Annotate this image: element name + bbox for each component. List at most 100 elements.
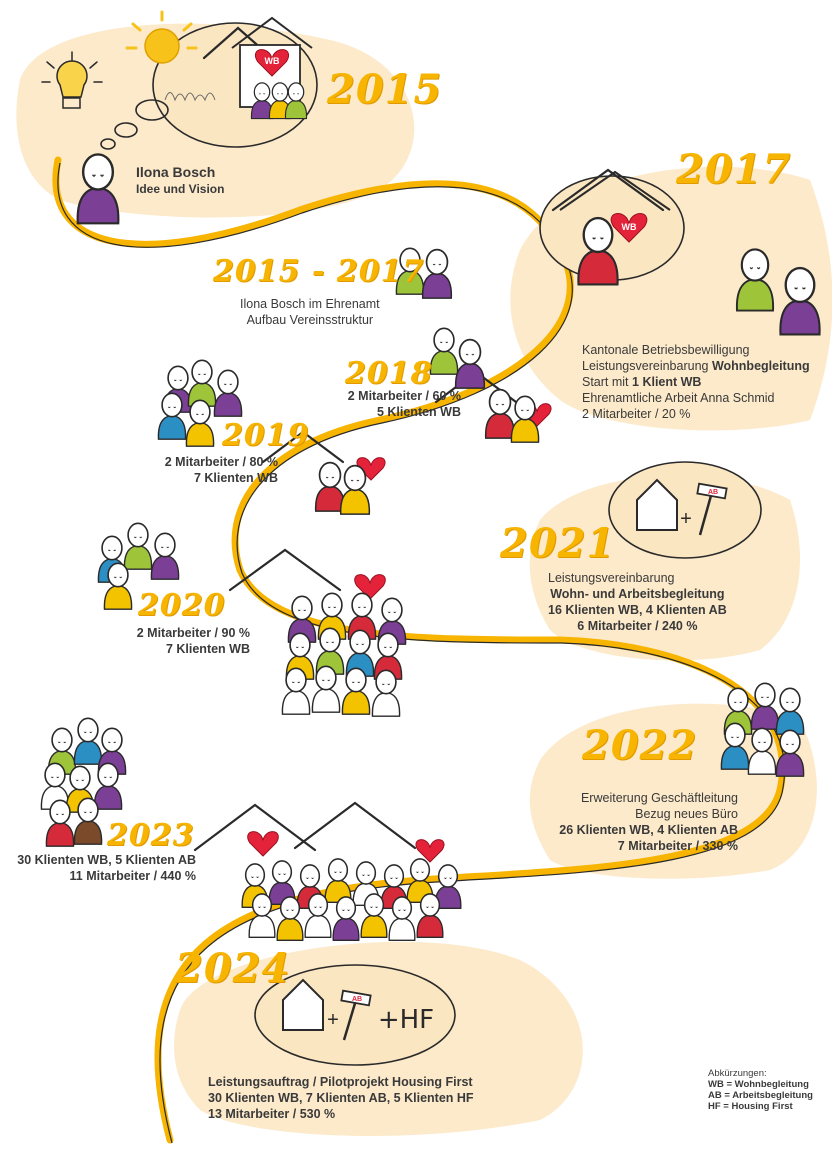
thought-bubble xyxy=(114,122,138,138)
person-figure xyxy=(347,592,377,640)
sun-icon xyxy=(125,10,198,64)
person-figure xyxy=(454,338,486,389)
year-2024: 2024 xyxy=(175,945,291,992)
timeline-path-shade xyxy=(57,162,786,1144)
person-figure xyxy=(747,727,777,775)
person-figure xyxy=(281,667,311,715)
text-line: 6 Mitarbeiter / 240 % xyxy=(577,619,698,633)
person-figure xyxy=(395,247,425,295)
person-figure xyxy=(157,392,187,440)
year-2015-2017: 2015 - 2017 xyxy=(213,254,425,289)
text-line: 26 Klienten WB, 4 Klienten AB xyxy=(559,823,738,837)
person-figure xyxy=(76,153,120,225)
timeline-path xyxy=(52,156,786,1144)
text-part: Leistungsvereinbarung xyxy=(582,359,712,373)
heart-icon xyxy=(356,457,386,481)
text-part: Start mit xyxy=(582,375,633,389)
people xyxy=(40,82,821,941)
text-line: Leistungsauftrag / Pilotprojekt Housing … xyxy=(208,1075,473,1089)
person-figure xyxy=(73,797,103,845)
year-2021: 2021 xyxy=(500,520,616,567)
person-figure xyxy=(371,669,401,717)
roof-sketch xyxy=(261,430,345,464)
person-figure xyxy=(332,896,360,941)
text-line: Wohn- und Arbeitsbegleitung xyxy=(550,587,725,601)
person-figure xyxy=(213,369,243,417)
person-figure xyxy=(103,562,133,610)
heart-icon xyxy=(255,49,289,77)
person-figure xyxy=(484,388,516,439)
house-roof-icon xyxy=(559,170,671,211)
year-2018: 2018 xyxy=(345,356,433,391)
text-part: Wohnbegleitung xyxy=(711,359,810,373)
housing-first-label: +HF xyxy=(378,1005,434,1035)
year-2020: 2020 xyxy=(138,588,226,623)
ab-label: AB xyxy=(708,489,718,496)
section-2020: 2 Mitarbeiter / 90 % 7 Klienten WB xyxy=(137,625,250,657)
person-figure xyxy=(429,327,459,375)
section-2022: Erweiterung Geschäftleitung Bezug neues … xyxy=(559,790,738,854)
person-figure xyxy=(341,667,371,715)
house-icon xyxy=(636,478,678,531)
text-line: 2 Mitarbeiter / 60 % xyxy=(347,389,461,403)
section-2019: 2 Mitarbeiter / 80 % 7 Klienten WB xyxy=(165,454,278,486)
house-icon xyxy=(282,978,324,1031)
text-line: 7 Klienten WB xyxy=(193,471,278,485)
text-line: Ehrenamtliche Arbeit Anna Schmid xyxy=(582,391,775,405)
person-name: Ilona Bosch xyxy=(136,164,216,180)
person-figure xyxy=(248,893,276,938)
section-2024: Leistungsauftrag / Pilotprojekt Housing … xyxy=(208,1074,474,1122)
heart-icon xyxy=(610,213,648,243)
text-line: Leistungsvereinbarung Wohnbegleitung xyxy=(582,358,810,374)
person-figure xyxy=(123,522,153,570)
text-line: Leistungsvereinbarung xyxy=(548,571,675,585)
legend-item-ab: AB = Arbeitsbegleitung xyxy=(708,1090,813,1101)
year-2017: 2017 xyxy=(676,146,792,193)
roof-sketch xyxy=(193,803,317,852)
person-figure xyxy=(314,461,346,512)
person-figure xyxy=(304,893,332,938)
person-figure xyxy=(93,762,123,810)
text-line: 2 Mitarbeiter / 20 % xyxy=(582,407,691,421)
person-figure xyxy=(416,893,444,938)
roof-sketch xyxy=(551,168,665,212)
text-part: 1 Klient WB xyxy=(632,375,702,389)
legend-title: Abkürzungen: xyxy=(708,1068,767,1079)
person-figure xyxy=(779,266,821,336)
year-2022: 2022 xyxy=(582,722,698,769)
roof-sketch xyxy=(228,548,342,592)
text-line: 2 Mitarbeiter / 90 % xyxy=(136,626,250,640)
thought-bubble xyxy=(100,138,116,150)
person-figure xyxy=(339,464,371,515)
year-2023: 2023 xyxy=(107,818,195,853)
hammer-icon xyxy=(696,482,728,536)
person-figure xyxy=(324,858,352,903)
section-2023: 30 Klienten WB, 5 Klienten AB 11 Mitarbe… xyxy=(17,852,196,884)
year-2019: 2019 xyxy=(222,418,310,453)
text-line: Erweiterung Geschäftleitung xyxy=(580,791,738,805)
person-figure xyxy=(775,729,805,777)
text-line: 16 Klienten WB, 4 Klienten AB xyxy=(548,603,727,617)
wb-label: WB xyxy=(622,222,637,232)
text-line: 5 Klienten WB xyxy=(376,405,461,419)
person-figure xyxy=(388,896,416,941)
text-line: Aufbau Vereinsstruktur xyxy=(246,313,374,327)
roof-sketch xyxy=(293,801,417,850)
person-figure xyxy=(720,722,750,770)
section-2015: Ilona Bosch Idee und Vision xyxy=(136,164,224,197)
person-figure xyxy=(750,682,780,730)
person-figure xyxy=(73,717,103,765)
abbreviations-legend: Abkürzungen: WB = Wohnbegleitung AB = Ar… xyxy=(708,1068,813,1112)
heart-icon xyxy=(247,831,279,857)
person-figure xyxy=(736,248,774,312)
person-figure xyxy=(577,216,619,286)
text-line: Ilona Bosch im Ehrenamt xyxy=(240,297,380,311)
text-line: 30 Klienten WB, 7 Klienten AB, 5 Kliente… xyxy=(208,1091,474,1105)
legend-item-wb: WB = Wohnbegleitung xyxy=(708,1079,809,1090)
person-figure xyxy=(47,727,77,775)
person-figure xyxy=(345,629,375,677)
year-2015: 2015 xyxy=(327,66,443,113)
text-line: 13 Mitarbeiter / 530 % xyxy=(208,1107,336,1121)
person-figure xyxy=(360,893,388,938)
